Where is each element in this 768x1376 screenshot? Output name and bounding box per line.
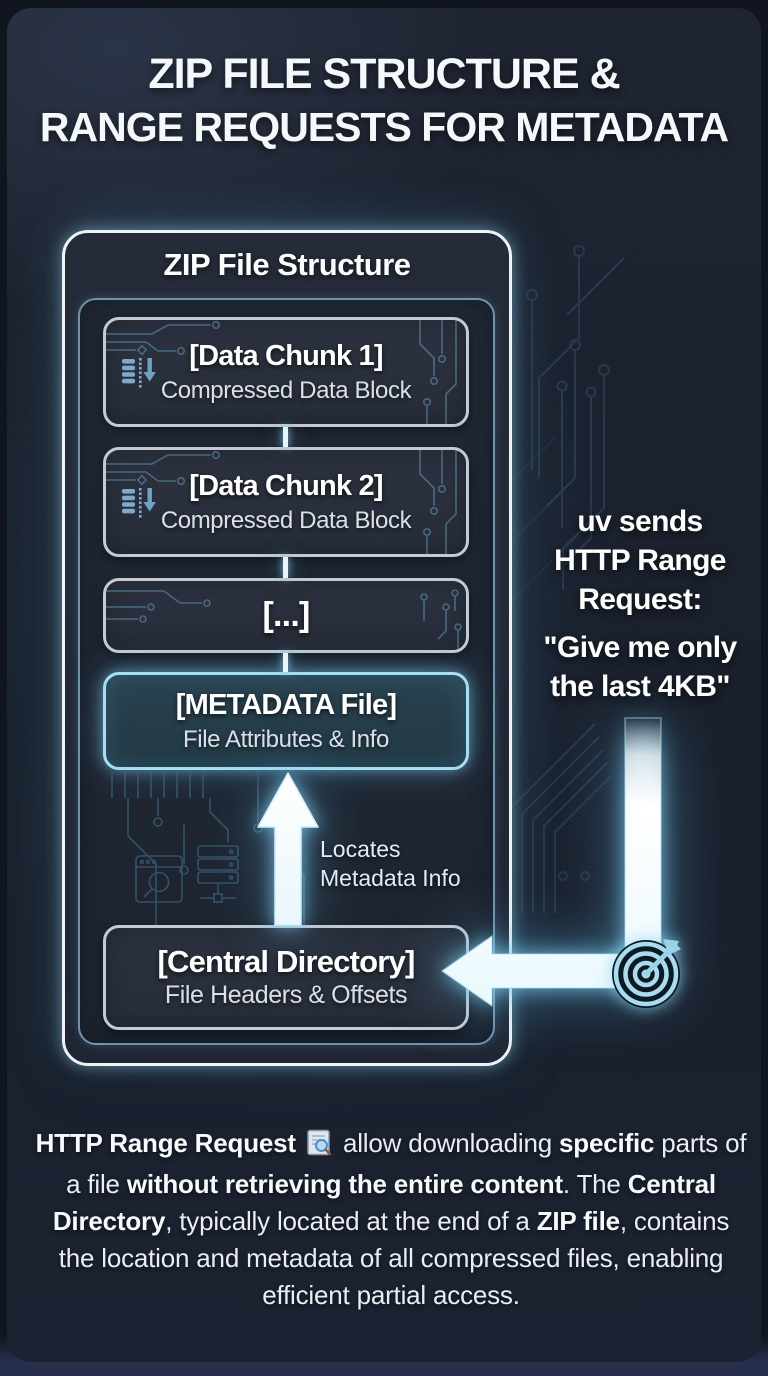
- arrow-label-line2: Metadata Info: [320, 865, 461, 891]
- metadata-file-sublabel: File Attributes & Info: [183, 725, 389, 753]
- data-chunk-2-box: [Data Chunk 2] Compressed Data Block: [103, 447, 469, 557]
- data-chunk-1-sublabel: Compressed Data Block: [160, 376, 412, 404]
- central-directory-label: [Central Directory]: [157, 944, 416, 979]
- doc-magnifier-icon: [306, 1129, 333, 1166]
- annotation-line1: uv sends: [577, 505, 703, 538]
- arrow-label-line1: Locates: [320, 836, 401, 862]
- connector-line: [283, 653, 288, 672]
- connector-line: [283, 427, 288, 447]
- annotation-line3: Request:: [578, 583, 702, 616]
- compress-download-icon: [122, 488, 156, 518]
- ellipsis-box: [...]: [103, 578, 469, 653]
- page-title-line2: RANGE REQUESTS FOR METADATA: [39, 104, 729, 150]
- circuit-decor: [106, 589, 462, 650]
- panel-heading: ZIP File Structure: [163, 247, 411, 282]
- infographic-card: ZIP FILE STRUCTURE & RANGE REQUESTS FOR …: [7, 8, 761, 1362]
- connector-line: [283, 557, 288, 578]
- zip-stack-container: [Data Chunk 1] Compressed Data Block: [78, 298, 495, 1045]
- data-chunk-1-label: [Data Chunk 1]: [189, 339, 383, 372]
- metadata-file-label: [METADATA File]: [175, 688, 397, 721]
- page-title-line1: ZIP FILE STRUCTURE &: [148, 50, 620, 98]
- bullseye-dart-icon: [612, 939, 681, 1008]
- page-title: ZIP FILE STRUCTURE & RANGE REQUESTS FOR …: [7, 46, 761, 152]
- circuit-search-server-decor: [111, 772, 305, 927]
- annotation-quote-line2: the last 4KB": [550, 670, 730, 703]
- annotation-quote: "Give me only the last 4KB": [512, 628, 761, 706]
- range-request-annotation: uv sends HTTP Range Request: "Give me on…: [512, 502, 761, 706]
- data-chunk-2-label: [Data Chunk 2]: [189, 469, 383, 502]
- explanation-paragraph: HTTP Range Request allow downloading spe…: [35, 1128, 747, 1310]
- compress-download-icon: [122, 358, 156, 388]
- annotation-line2: HTTP Range: [554, 544, 726, 577]
- arrow-label: Locates Metadata Info: [320, 835, 461, 893]
- annotation-quote-line1: "Give me only: [543, 631, 737, 664]
- zip-structure-panel: ZIP File Structure: [62, 230, 512, 1066]
- circuit-decor: [106, 320, 457, 424]
- central-directory-box: [Central Directory] File Headers & Offse…: [103, 925, 469, 1030]
- circuit-decor: [106, 450, 457, 554]
- ellipsis-label: [...]: [262, 596, 311, 634]
- metadata-file-box: [METADATA File] File Attributes & Info: [103, 672, 469, 770]
- data-chunk-1-box: [Data Chunk 1] Compressed Data Block: [103, 317, 469, 427]
- locates-up-arrow: [257, 772, 319, 926]
- central-directory-sublabel: File Headers & Offsets: [164, 981, 408, 1009]
- data-chunk-2-sublabel: Compressed Data Block: [160, 506, 412, 534]
- circuit-background-decor: [504, 245, 625, 913]
